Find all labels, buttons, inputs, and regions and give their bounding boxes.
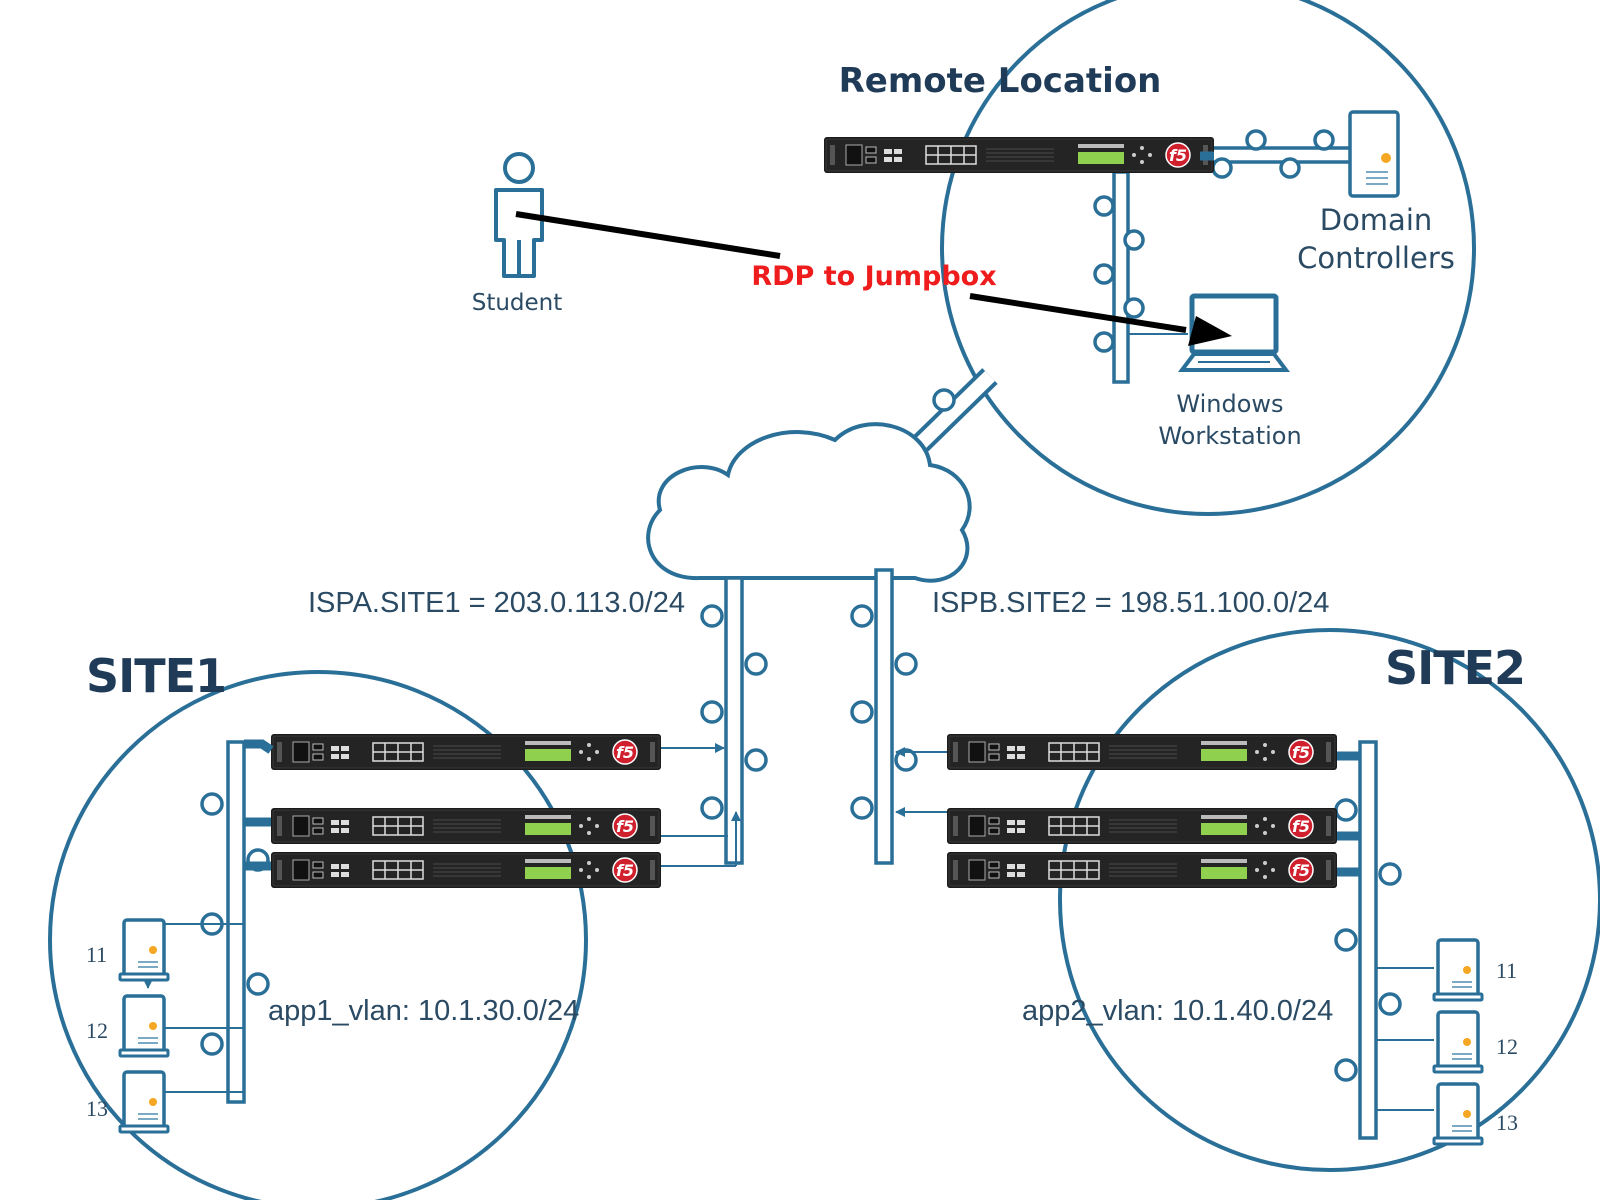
app1-vlan-label: app1_vlan: 10.1.30.0/24	[268, 995, 579, 1027]
site2-server-12-label: 12	[1496, 1034, 1518, 1059]
ispa-bus-beads	[700, 604, 768, 820]
site1-f5-appliance-2	[270, 807, 662, 845]
domain-controllers-label-line1: Domain	[1320, 203, 1433, 237]
site2-wires	[895, 747, 1434, 1111]
site1-f5-appliance-3	[270, 851, 662, 889]
rdp-arrow	[515, 211, 1232, 346]
site1-label: SITE1	[86, 649, 226, 703]
site2-f5-appliance-3	[946, 851, 1338, 889]
student-label: Student	[472, 290, 563, 316]
site2-label: SITE2	[1385, 641, 1525, 695]
remote-wires	[1128, 151, 1214, 335]
internet-cloud	[646, 422, 972, 583]
domain-controller-icon	[1348, 110, 1400, 198]
site1-server-11-label: 11	[86, 942, 107, 967]
site2-app-bus	[1358, 740, 1378, 1140]
dc-bus	[1210, 129, 1364, 179]
remote-cloud-link	[906, 368, 998, 458]
remote-bus	[1112, 170, 1130, 384]
site2-bus-beads	[1334, 798, 1402, 1082]
site2-server-11	[1432, 938, 1484, 1002]
site1-server-12	[118, 994, 170, 1058]
ispb-bus-beads	[850, 604, 918, 820]
site2-f5-appliance-1	[946, 733, 1338, 771]
site2-server-12	[1432, 1010, 1484, 1074]
site2-server-13	[1432, 1082, 1484, 1146]
workstation-label-line1: Windows	[1176, 390, 1283, 418]
ispa-bus	[724, 576, 744, 865]
domain-controllers-label-line2: Controllers	[1297, 241, 1455, 275]
ispb-network-label: ISPB.SITE2 = 198.51.100.0/24	[932, 587, 1329, 619]
site2-f5-appliance-2	[946, 807, 1338, 845]
site1-server-13-label: 13	[86, 1096, 108, 1121]
student-person-icon	[494, 152, 544, 278]
app2-vlan-label: app2_vlan: 10.1.40.0/24	[1022, 995, 1333, 1027]
site1-app-bus	[226, 740, 246, 1104]
remote-location-title: Remote Location	[839, 61, 1162, 101]
ispa-network-label: ISPA.SITE1 = 203.0.113.0/24	[308, 587, 685, 619]
site1-server-12-label: 12	[86, 1018, 108, 1043]
site2-server-11-label: 11	[1496, 958, 1517, 983]
ispb-bus	[874, 568, 894, 865]
remote-bus-beads	[1093, 195, 1145, 353]
site2-server-13-label: 13	[1496, 1110, 1518, 1135]
site1-server-11	[118, 918, 170, 982]
site2-ring	[1058, 628, 1600, 1172]
site1-ring	[48, 670, 588, 1200]
rdp-label: RDP to Jumpbox	[751, 261, 996, 292]
workstation-label-line2: Workstation	[1158, 422, 1301, 450]
remote-location-ring	[940, 0, 1476, 516]
site1-f5-appliance-1	[270, 733, 662, 771]
site1-server-13	[118, 1070, 170, 1134]
site1-wires	[143, 739, 741, 1093]
remote-f5-appliance	[823, 136, 1215, 174]
